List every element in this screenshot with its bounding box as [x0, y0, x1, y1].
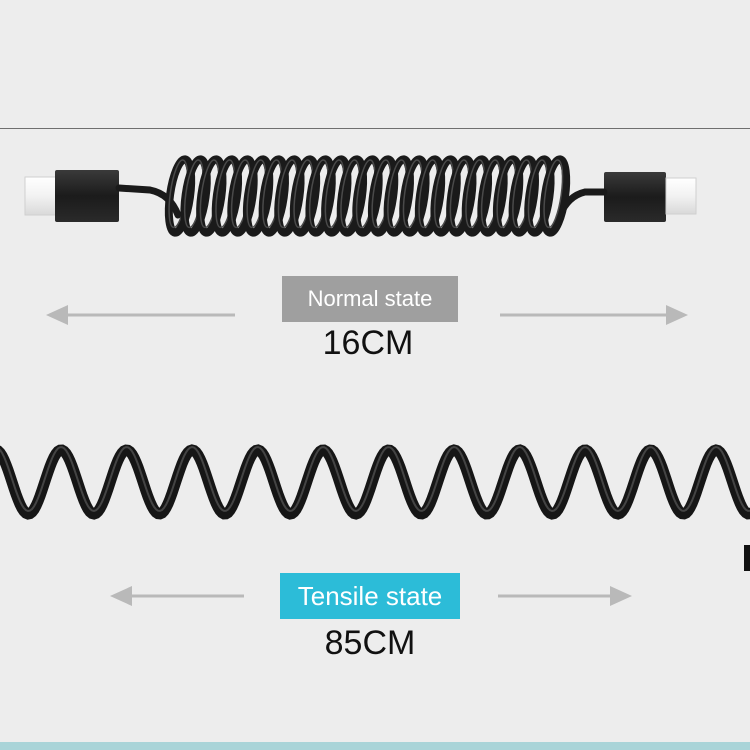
stretched-cable-highlight	[0, 445, 750, 513]
normal-right-arrow	[500, 305, 688, 325]
stretched-cable-end	[744, 545, 750, 571]
right-connector-tip	[665, 177, 697, 215]
normal-state-label: Normal state	[282, 276, 458, 322]
normal-left-arrow	[46, 305, 235, 325]
tensile-left-arrow	[110, 586, 244, 606]
left-connector-tip	[24, 176, 58, 216]
left-connector-body	[55, 170, 119, 222]
tensile-length: 85CM	[324, 624, 416, 662]
tensile-state-label: Tensile state	[280, 573, 460, 619]
coil-highlight	[543, 159, 564, 229]
top-divider-line	[0, 128, 750, 129]
coiled-cable	[24, 155, 697, 237]
tensile-right-arrow	[498, 586, 632, 606]
normal-length: 16CM	[322, 324, 414, 362]
stretched-cable	[0, 444, 750, 520]
bottom-strip	[0, 742, 750, 750]
right-connector-body	[604, 172, 666, 222]
